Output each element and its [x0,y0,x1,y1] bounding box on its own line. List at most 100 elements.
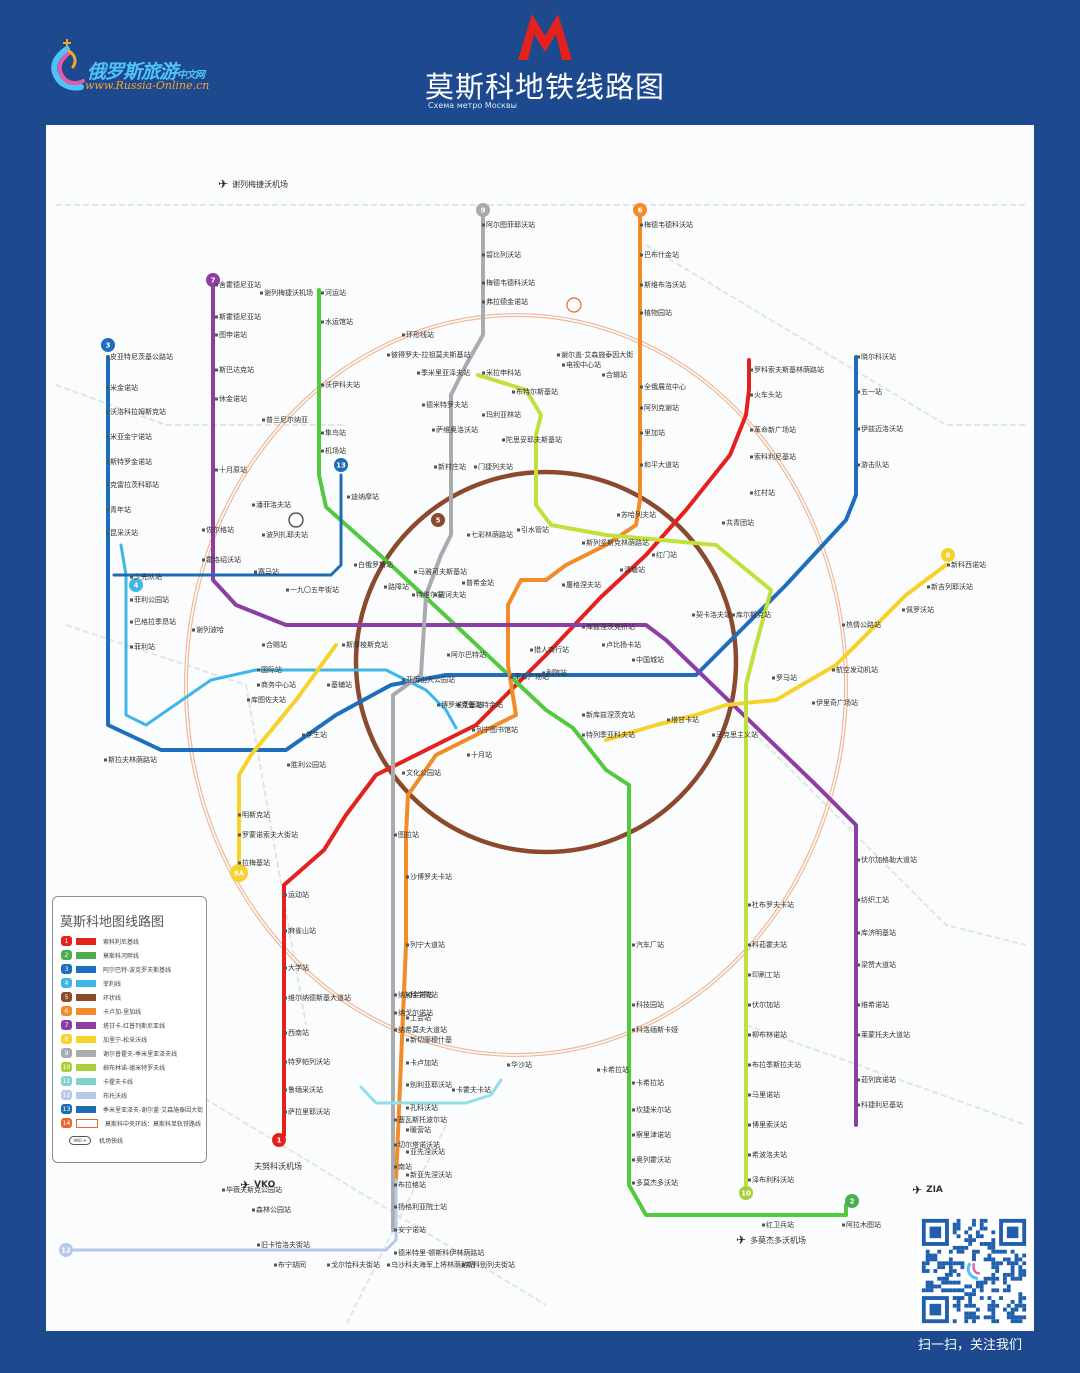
station[interactable]: 碧比列沃站 [482,250,521,259]
station[interactable]: 德米特罗夫站 [422,400,468,409]
airport-vko[interactable]: ✈ VKO [240,1178,275,1192]
station[interactable]: 河运站 [321,288,346,297]
line-11[interactable] [359,1078,503,1105]
station[interactable]: 特罗帕列沃站 [284,1057,330,1066]
station[interactable]: 坎捷米尔站 [632,1105,671,1114]
station[interactable]: 马克思主义站 [712,730,758,739]
station[interactable]: 阿列克谢站 [640,403,679,412]
station[interactable]: 毕薇夫斯克公园站 [222,1185,282,1194]
station[interactable]: 彼得罗夫-拉祖莫夫斯基站 [387,350,471,359]
station[interactable]: 孔科沃站 [406,1103,438,1112]
station[interactable]: 巴布什金站 [640,250,679,259]
station[interactable]: 菲利站 [130,642,155,651]
line-10[interactable] [476,373,773,1187]
station[interactable]: 库兹涅茨克桥站 [582,622,635,631]
station[interactable]: 亚历山大公园站 [402,675,455,684]
station[interactable]: 阿拉木图站 [842,1220,881,1229]
station[interactable]: 红卫兵站 [762,1220,794,1229]
station[interactable]: 布宁胡同 [274,1260,306,1269]
station[interactable]: 科捷利尼基站 [857,1100,903,1109]
station[interactable]: 梅德韦德科沃站 [640,220,693,229]
station[interactable]: 塞瓦斯托波尔站 [394,1115,447,1124]
station[interactable]: 契卡洛夫站 [692,610,731,619]
station[interactable]: 斯摩棱斯克站 [342,640,388,649]
station[interactable]: 切尔塔诺沃站 [394,1140,440,1149]
station[interactable]: 罗科索夫斯基林荫路站 [750,365,824,374]
station[interactable]: 霍洛绍沃站 [202,555,241,564]
station[interactable]: 契诃夫站 [434,590,466,599]
station[interactable]: 白俄罗斯站 [354,560,393,569]
station[interactable]: 布拉季斯拉夫站 [748,1060,801,1069]
station[interactable]: 米金诺站 [106,383,138,392]
station[interactable]: 森林公园站 [252,1205,291,1214]
station[interactable]: 鲁缅采沃站 [284,1085,323,1094]
station[interactable]: 革命新广场站 [750,425,796,434]
station[interactable]: 谢列波哈 [192,625,224,634]
station[interactable]: 南站 [394,1162,412,1171]
station[interactable]: 萨拉里耶沃站 [284,1107,330,1116]
station[interactable]: 马雅可夫斯基站 [414,567,467,576]
station[interactable]: 卡卢加站 [406,1058,438,1067]
station[interactable]: 迪纳摩站 [347,492,379,501]
station[interactable]: 猎人商行站 [530,645,569,654]
station[interactable]: 察里津诺站 [632,1130,671,1139]
station[interactable]: 共青团站 [722,518,754,527]
station[interactable]: 列宁图书馆站 [472,725,518,734]
station[interactable]: 大学站 [284,963,309,972]
station[interactable]: 布特尔斯基站 [512,387,558,396]
station[interactable]: 少先队站 [130,572,162,581]
station[interactable]: 纳戈尔诺站 [394,1008,433,1017]
line-4[interactable] [119,543,458,730]
station[interactable]: 斯维布洛沃站 [640,280,686,289]
station[interactable]: 七彩林荫路站 [467,530,513,539]
station[interactable]: 汽车厂站 [632,940,664,949]
station[interactable]: 纳加金诺站 [394,990,433,999]
station[interactable]: 特列季亚科夫站 [582,730,635,739]
station[interactable]: 新村庄站 [434,462,466,471]
station[interactable]: 拉梅基站 [238,858,270,867]
station[interactable]: 莱蒙托夫大道站 [857,1030,910,1039]
station[interactable]: 全俄展览中心 [640,382,686,391]
station[interactable]: 科学院站 [406,990,438,999]
station[interactable]: 谢列梅捷沃机场 [260,288,313,297]
station[interactable]: 商务中心站 [257,680,296,689]
station[interactable]: 阿尔图菲耶沃站 [482,220,535,229]
station[interactable]: 梁赞大道站 [857,960,896,969]
station[interactable]: 特维尔站 [412,590,444,599]
station[interactable]: 玛利亚林站 [482,410,521,419]
station[interactable]: 航空发动机站 [832,665,878,674]
station[interactable]: 纺织工站 [857,895,889,904]
station[interactable]: 卡希拉站 [632,1078,664,1087]
station[interactable]: 米拉申科站 [482,368,521,377]
station[interactable]: 舍霍德尼亚站 [215,280,261,289]
station[interactable]: 菲利公园站 [130,595,169,604]
airport-dme[interactable]: ✈ 多莫杰多沃机场 [736,1233,806,1247]
station[interactable]: 普兰尼尔纳亚 [262,415,308,424]
station[interactable]: 戈尔恰科夫街站 [327,1260,380,1269]
station[interactable]: 扬格利亚院士站 [394,1202,447,1211]
station[interactable]: 伏尔加站 [748,1000,780,1009]
station[interactable]: 茹列宾诺站 [857,1075,896,1084]
station[interactable]: 门捷列夫站 [474,462,513,471]
station[interactable]: 博里索沃站 [748,1120,787,1129]
station[interactable]: 胜利公园站 [287,760,326,769]
station[interactable]: 文化公园站 [402,768,441,777]
station[interactable]: 旧卡恰洛夫街站 [257,1240,310,1249]
station[interactable]: 泽布利科沃站 [748,1175,794,1184]
station[interactable]: 希波洛夫站 [748,1150,787,1159]
station[interactable]: 青年站 [106,505,131,514]
station[interactable]: 昆采沃站 [106,528,138,537]
station[interactable]: 十月原站 [215,465,247,474]
station[interactable]: 罗蒙诺索夫大街站 [238,830,298,839]
station[interactable]: 维希诺站 [857,1000,889,1009]
station[interactable]: 明斯克站 [238,810,270,819]
station[interactable]: 斯巴达克站 [215,365,254,374]
station[interactable]: 新科西诺站 [947,560,986,569]
station[interactable]: 图拉站 [394,830,419,839]
station[interactable]: 博罗维茨基站 [437,700,483,709]
site-logo[interactable]: 俄罗斯旅游中文网 www.Russia-Online.cn [45,35,245,95]
station[interactable]: 新亚先涅沃站 [406,1170,452,1179]
station[interactable]: 休金诺站 [215,394,247,403]
station[interactable]: 谢尔盖·艾森施泰因大街 [557,350,633,359]
